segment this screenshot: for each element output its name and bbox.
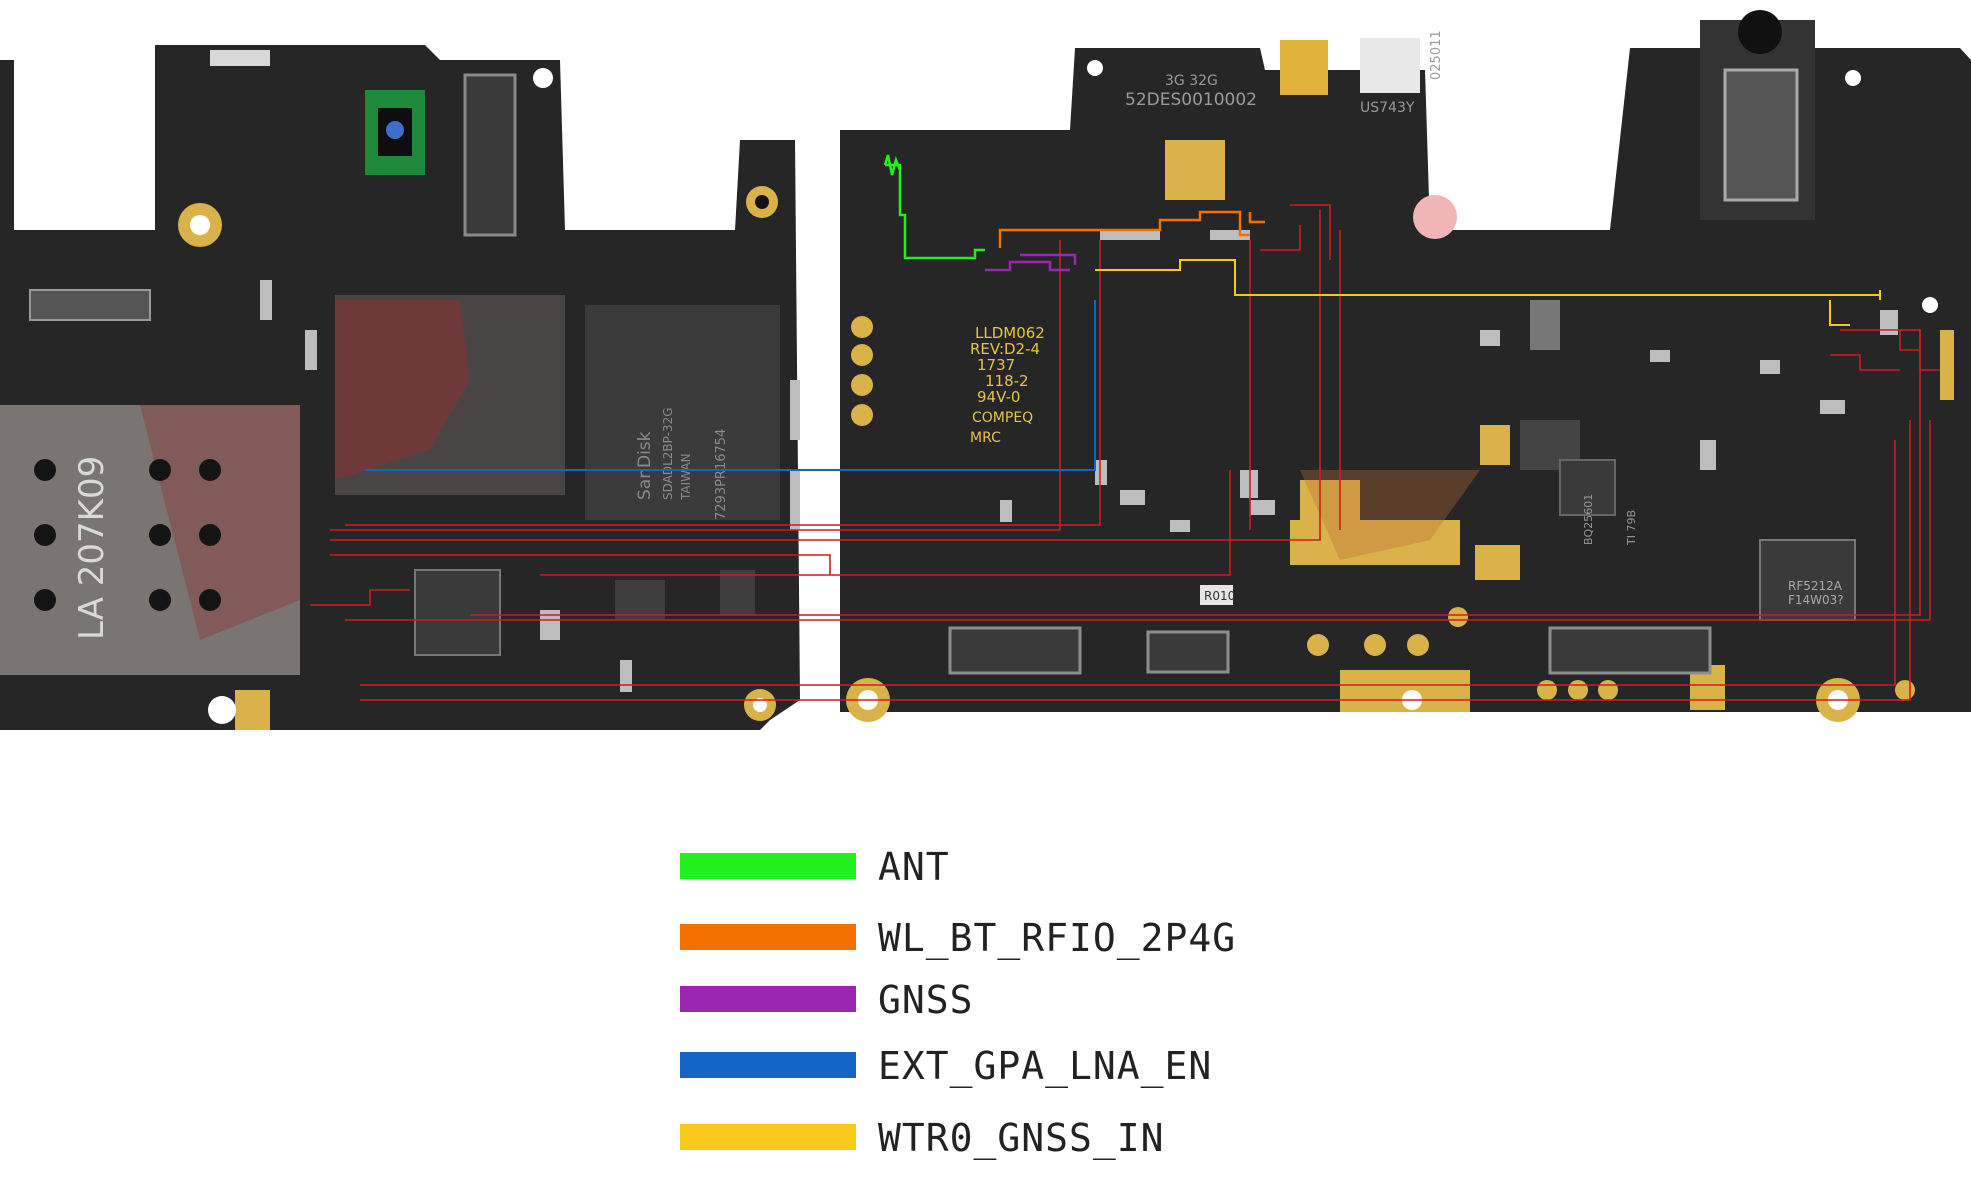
left-board: SanDisk SDADL2BP-32G TAIWAN 7293PR16754 … <box>0 45 800 730</box>
lot-code-label: 025011 <box>1429 30 1444 80</box>
board-id-line-1: LLDM062 <box>975 324 1045 342</box>
sim-tray-marking: LA 207K09 <box>72 456 112 640</box>
rf-ic-label: RF5212A <box>1788 579 1843 593</box>
legend-label-wl-bt-rfio: WL_BT_RFIO_2P4G <box>878 916 1237 960</box>
net-ant-trace <box>883 154 985 260</box>
board-id-line-5: 94V-0 <box>977 388 1020 406</box>
right-board: 3G 32G 52DES0010002 US743Y 025011 <box>840 10 1971 722</box>
net-gnss-trace <box>985 253 1077 272</box>
ic-mid-label: TI 79B <box>1625 510 1638 546</box>
net-ext-gpa-lna-en-trace <box>365 300 1096 471</box>
legend-label-ant: ANT <box>878 845 950 889</box>
memory-chip-origin: TAIWAN <box>679 453 693 501</box>
board-serial-label: 52DES0010002 <box>1125 90 1257 110</box>
legend-swatch-ext-gpa-lna-en <box>680 1052 856 1078</box>
board-id-line-7: MRC <box>970 430 1001 446</box>
storage-spec-label: 3G 32G <box>1165 73 1218 89</box>
board-id-line-3: 1737 <box>977 356 1015 374</box>
memory-chip-part: SDADL2BP-32G <box>661 407 675 500</box>
net-wtr0-gnss-in-trace <box>1095 259 1881 326</box>
pcb-board-diagram: SanDisk SDADL2BP-32G TAIWAN 7293PR16754 … <box>0 10 1971 730</box>
legend-swatch-ant <box>680 853 856 879</box>
legend-label-wtr0-gnss-in: WTR0_GNSS_IN <box>878 1116 1165 1160</box>
memory-chip-code: 7293PR16754 <box>714 429 729 520</box>
legend-label-ext-gpa-lna-en: EXT_GPA_LNA_EN <box>878 1044 1213 1088</box>
board-id-line-2: REV:D2-4 <box>970 340 1040 358</box>
board-id-line-6: COMPEQ <box>972 410 1033 426</box>
module-code-label: US743Y <box>1360 100 1415 116</box>
charger-ic-label: BQ25601 <box>1582 494 1595 545</box>
board-id-line-4: 118-2 <box>985 372 1029 390</box>
legend-swatch-wl-bt-rfio <box>680 924 856 950</box>
resistor-label: R010 <box>1204 589 1235 603</box>
legend-swatch-gnss <box>680 986 856 1012</box>
legend-swatch-wtr0-gnss-in <box>680 1124 856 1150</box>
net-wl-bt-rfio-trace <box>998 210 1265 248</box>
rf-ic-code: F14W03? <box>1788 593 1844 607</box>
red-traces <box>310 204 1940 701</box>
smd-components <box>260 230 1954 692</box>
memory-chip-brand: SanDisk <box>635 431 655 500</box>
legend-label-gnss: GNSS <box>878 978 974 1022</box>
